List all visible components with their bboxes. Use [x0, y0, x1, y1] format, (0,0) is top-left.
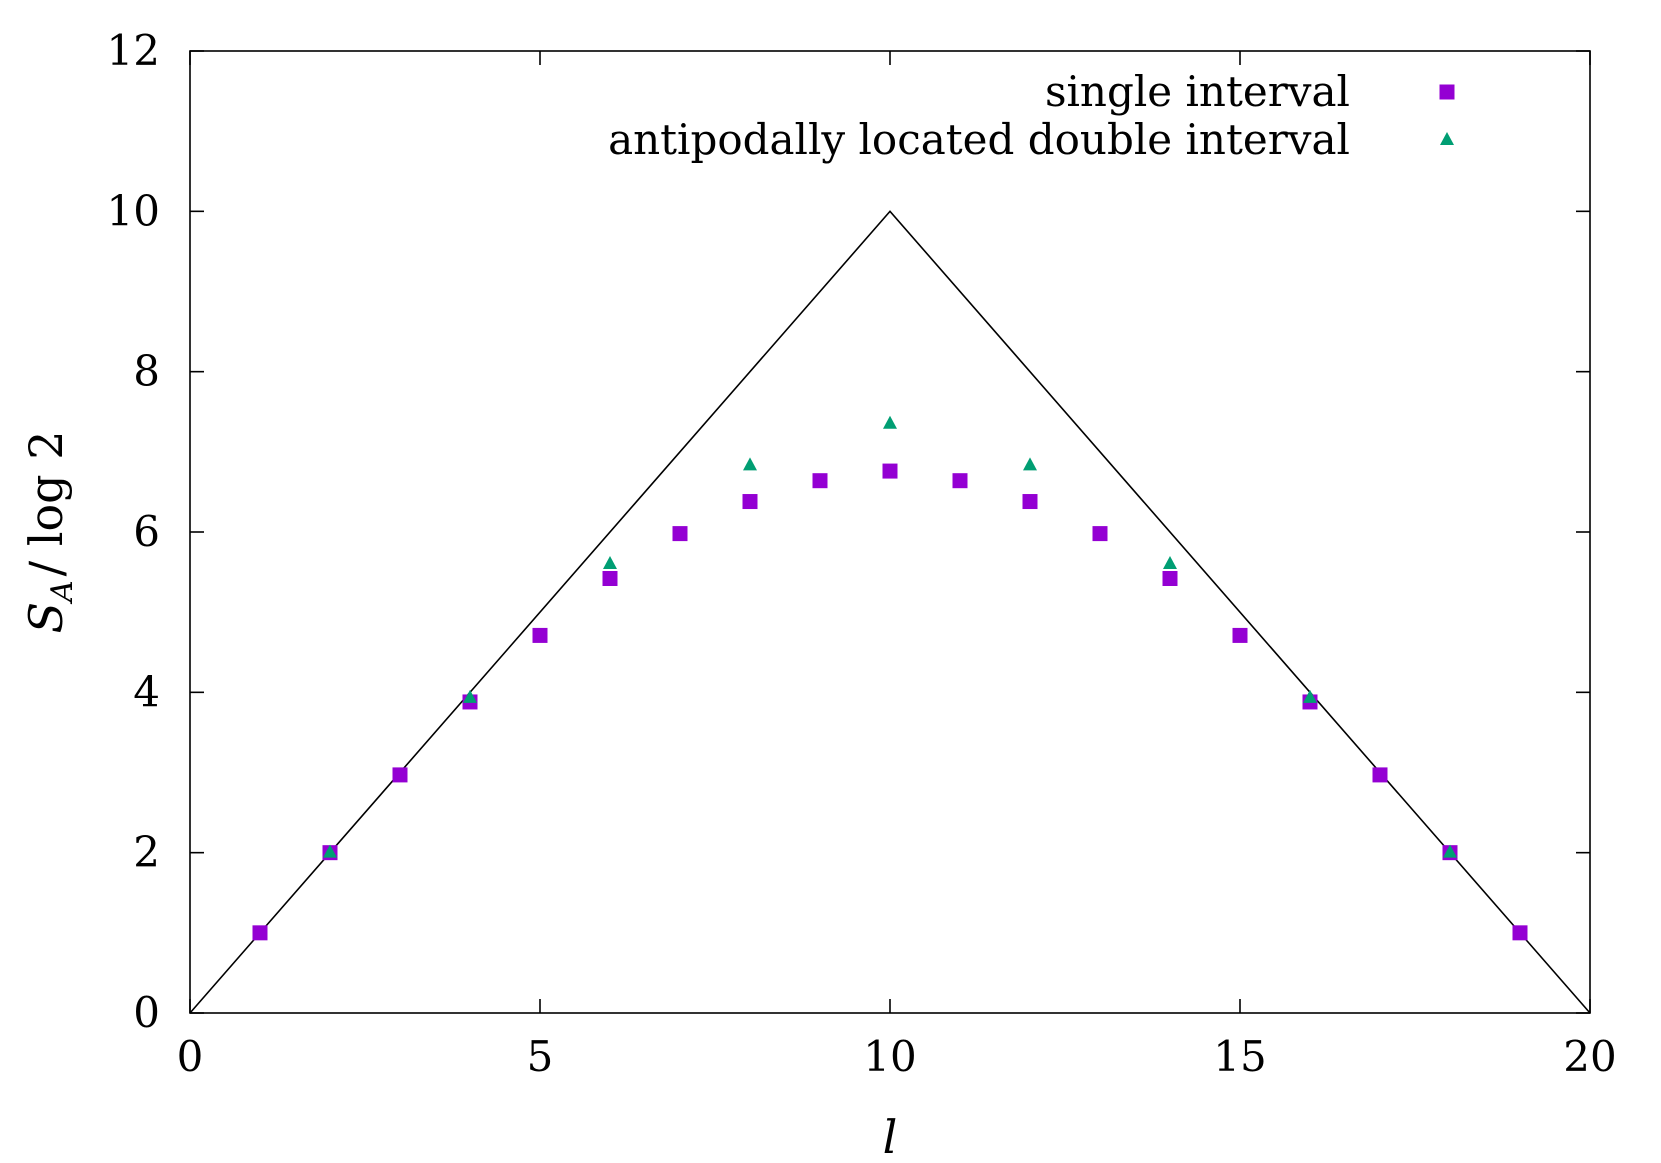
data-point — [1372, 767, 1388, 783]
data-point — [882, 463, 898, 479]
data-point — [532, 627, 548, 643]
data-point — [672, 526, 688, 542]
axis-ticks — [189, 50, 1591, 1014]
y-tick-label: 0 — [133, 988, 160, 1037]
y-tick-label: 12 — [107, 26, 160, 75]
data-point — [323, 844, 337, 858]
data-point — [1022, 494, 1038, 510]
y-tick-label: 4 — [133, 667, 160, 716]
data-point — [1163, 556, 1177, 570]
y-axis-label-rest: / log 2 — [19, 430, 73, 576]
data-point — [742, 494, 758, 510]
data-point — [463, 689, 477, 703]
y-tick-label: 6 — [133, 507, 160, 556]
data-point — [1232, 627, 1248, 643]
y-axis-label-subscript: A — [45, 580, 80, 605]
data-point — [883, 415, 897, 429]
data-point — [743, 457, 757, 471]
reference-line — [189, 210, 1591, 1014]
data-point — [602, 570, 618, 586]
data-point — [1303, 689, 1317, 703]
data-point — [812, 473, 828, 489]
data-point — [603, 556, 617, 570]
y-tick-label: 8 — [133, 347, 160, 396]
data-point — [1443, 844, 1457, 858]
plot-frame — [189, 50, 1591, 1014]
legend-marker — [1439, 84, 1455, 100]
data-point — [252, 925, 268, 941]
y-axis-label: SA / log 2 — [19, 430, 80, 633]
series-1 — [252, 463, 1528, 941]
legend-label: single interval — [1045, 67, 1350, 116]
y-tick-label: 10 — [107, 186, 160, 235]
data-point — [952, 473, 968, 489]
data-point — [1162, 570, 1178, 586]
y-tick-label: 2 — [133, 828, 160, 877]
x-tick-label: 20 — [1563, 1032, 1616, 1081]
series-2 — [323, 415, 1457, 858]
x-tick-label: 15 — [1213, 1032, 1266, 1081]
data-point — [1512, 925, 1528, 941]
data-point — [392, 767, 408, 783]
x-tick-label: 5 — [527, 1032, 554, 1081]
data-point — [1023, 457, 1037, 471]
x-tick-label: 0 — [177, 1032, 204, 1081]
y-axis-label-symbol: S — [19, 602, 73, 634]
legend-label: antipodally located double interval — [608, 115, 1350, 164]
x-tick-label: 10 — [863, 1032, 916, 1081]
series-layer — [252, 415, 1528, 941]
legend-marker — [1440, 131, 1454, 145]
data-point — [1092, 526, 1108, 542]
x-axis-label: l — [883, 1110, 898, 1163]
tick-labels: 0 5 10 15 20 0 2 4 6 8 10 12 — [107, 26, 1617, 1081]
